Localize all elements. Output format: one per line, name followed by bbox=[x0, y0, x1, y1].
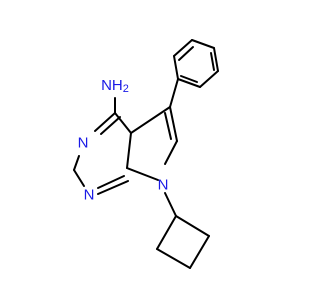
molecule-canvas: NH2 N N N bbox=[73, 39, 219, 269]
bond-c4a-c5 bbox=[130, 106, 171, 134]
bond-n7-cyclobutyl bbox=[164, 192, 177, 217]
amine-label: NH2 bbox=[101, 77, 129, 96]
bond-phenyl-5-inner bbox=[180, 75, 198, 83]
bond-cyclobutyl-3 bbox=[189, 235, 210, 269]
bond-phenyl-1-inner bbox=[178, 46, 194, 61]
bond-c2-n1 bbox=[73, 169, 85, 187]
bond-c4-n3-inner bbox=[100, 116, 121, 135]
bond-phenyl-3-inner bbox=[210, 52, 215, 71]
bond-cyclobutyl-4 bbox=[175, 215, 210, 237]
bond-n1-c7a bbox=[97, 175, 125, 189]
n7-label: N bbox=[158, 177, 169, 194]
bond-n1-c7a-inner bbox=[97, 180, 129, 195]
molecule-structure: NH2 N N N bbox=[73, 39, 219, 269]
bond-c7a-c4a bbox=[126, 132, 132, 169]
bond-n3-c2 bbox=[73, 155, 80, 171]
bond-cyclobutyl-2 bbox=[156, 248, 191, 269]
bond-n7-c7a bbox=[126, 167, 159, 181]
bond-phenyl-c5 bbox=[169, 78, 179, 108]
bond-c5-c6-inner bbox=[164, 112, 172, 140]
bond-cyclobutyl-1 bbox=[156, 215, 177, 250]
bond-phenyl-3 bbox=[213, 47, 219, 72]
n3-label: N bbox=[78, 135, 89, 152]
amine-subscript: 2 bbox=[123, 83, 129, 95]
bond-c4a-c4 bbox=[114, 112, 132, 134]
bond-c4-n3 bbox=[94, 112, 116, 132]
cyclobutyl-ring bbox=[156, 192, 210, 269]
pyrrole-ring bbox=[126, 106, 178, 181]
pyrimidine-ring bbox=[73, 112, 132, 195]
n1-label: N bbox=[84, 187, 95, 204]
bond-c6-n7 bbox=[164, 140, 178, 165]
bond-c5-c6 bbox=[169, 106, 178, 142]
bond-phenyl-2 bbox=[191, 39, 215, 49]
bond-phenyl-6 bbox=[173, 55, 179, 80]
bond-phenyl-5 bbox=[177, 78, 201, 88]
bond-phenyl-4 bbox=[199, 70, 219, 88]
phenyl-ring bbox=[173, 39, 219, 88]
bond-phenyl-1 bbox=[173, 39, 193, 57]
